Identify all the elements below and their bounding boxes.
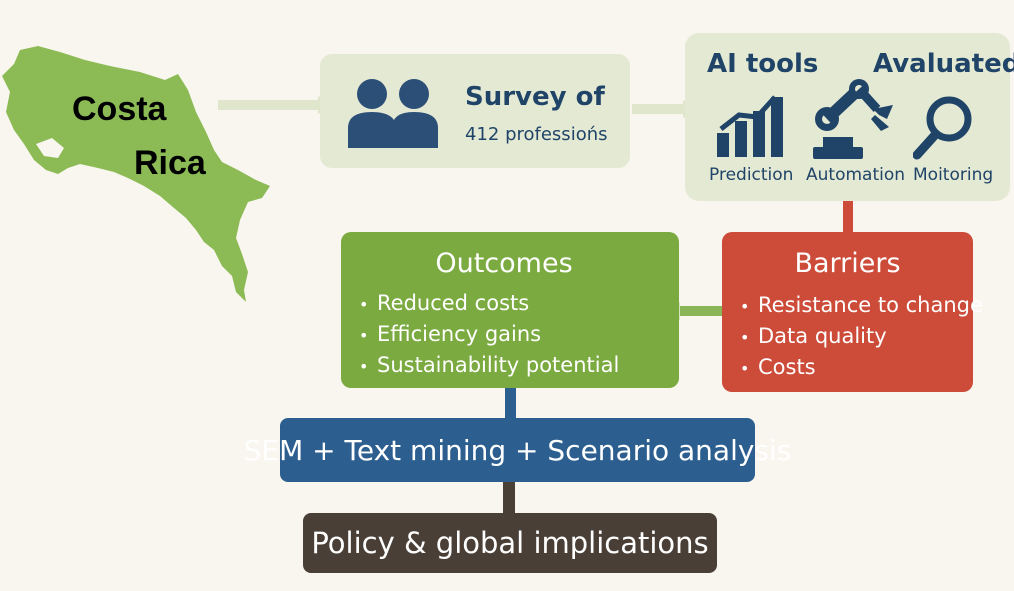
map-label-line2: Rica [134,144,206,182]
barriers-title: Barriers [794,248,901,279]
policy-label: Policy & global implications [311,526,709,560]
arrow-map-to-survey [218,100,320,110]
tool-label-automation: Automation [806,165,906,185]
map-label-line1: Costa [72,90,167,128]
survey-box: Survey of 412 professiońs [320,54,630,168]
tool-label-monitoring: Moitoring [913,165,994,185]
arrow-tools-to-barriers [843,200,853,240]
tools-heading-left: AI tools [707,49,819,79]
tools-heading-right: Avaluated [873,49,1014,79]
outcomes-title: Outcomes [435,248,573,279]
arrow-methods-to-policy [503,481,515,515]
barriers-list: Resistance to change Data quality Costs [740,290,983,383]
list-item: Reduced costs [359,288,619,319]
list-item: Efficiency gains [359,319,619,350]
policy-box: Policy & global implications [303,513,717,573]
ai-tools-box: AI tools Avaluated Prediction Automation… [685,33,1014,201]
list-item: Resistance to change [740,290,983,321]
methods-box: SEM + Text mining + Scenario analysis [243,418,792,482]
barriers-box: Barriers Resistance to change Data quali… [722,232,983,392]
people-icon [348,79,438,148]
costa-rica-map [2,46,270,302]
list-item: Costs [740,352,983,383]
outcomes-list: Reduced costs Efficiency gains Sustainab… [359,288,619,381]
methods-label: SEM + Text mining + Scenario analysis [243,433,792,467]
tool-label-prediction: Prediction [709,165,794,185]
bar-chart-icon [717,95,783,157]
arrow-outcomes-to-methods [505,387,516,420]
robot-arm-icon [813,79,893,159]
survey-title: Survey of [465,82,605,112]
list-item: Sustainability potential [359,350,619,381]
arrow-barriers-to-outcomes [678,306,722,316]
arrow-survey-to-tools [632,104,685,114]
survey-subtitle: 412 professiońs [465,124,608,145]
list-item: Data quality [740,321,983,352]
outcomes-box: Outcomes Reduced costs Efficiency gains … [341,232,679,388]
magnifier-icon [913,96,972,160]
